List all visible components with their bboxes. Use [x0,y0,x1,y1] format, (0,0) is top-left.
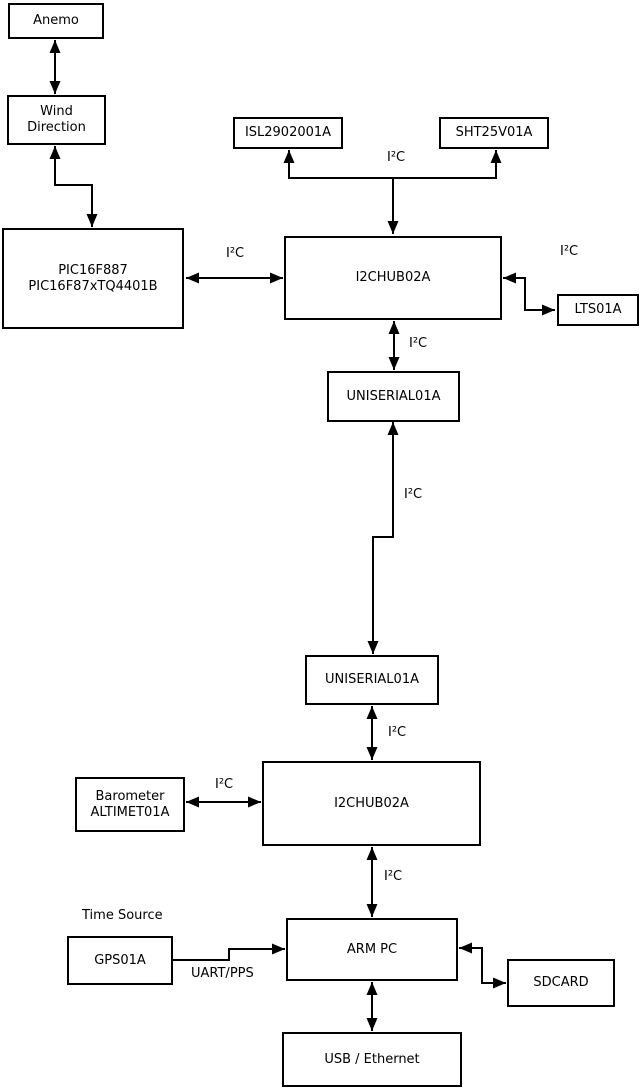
block-i2chub-top-label: I2CHUB02A [355,270,431,285]
block-wind-direction-label: Wind Direction [27,104,86,135]
block-sht25v01a: SHT25V01A [439,117,549,149]
edge-gps-armpc [173,943,285,961]
block-isl2902001a-label: ISL2902001A [244,125,332,140]
block-sdcard-label: SDCARD [533,975,589,990]
block-isl2902001a: ISL2902001A [233,117,343,149]
uart-pps-label: UART/PPS [191,966,254,981]
edge-i2chub-top-lts [503,272,555,316]
block-anemo-label: Anemo [33,13,79,28]
block-i2chub-bottom-label: I2CHUB02A [334,795,409,811]
block-sdcard: SDCARD [507,959,615,1007]
i2c-label-hub2-armpc: I²C [384,869,403,884]
block-uniserial-top-label: UNISERIAL01A [346,388,441,404]
block-wind-direction: Wind Direction [7,95,106,145]
i2c-label-sensors: I²C [387,150,406,165]
i2c-label-hub-uniserial: I²C [409,336,428,351]
time-source-label: Time Source [82,908,163,923]
block-lts01a: LTS01A [557,294,639,326]
edge-wind-pic [49,146,98,227]
block-uniserial-bottom-label: UNISERIAL01A [325,672,419,687]
block-sht25v01a-label: SHT25V01A [455,125,533,140]
block-arm-pc-label: ARM PC [346,941,398,957]
edge-armpc-sdcard [459,942,506,989]
block-anemo: Anemo [8,3,104,39]
i2c-label-barometer: I²C [215,777,234,792]
i2c-label-long-link: I²C [404,487,423,502]
i2c-label-pic-hub: I²C [226,246,245,261]
block-gps01a: GPS01A [67,936,173,985]
block-i2chub-top: I2CHUB02A [284,236,502,320]
block-uniserial-top: UNISERIAL01A [327,371,460,422]
i2c-label-lts: I²C [560,244,579,259]
block-arm-pc: ARM PC [286,918,458,981]
block-usb-ethernet: USB / Ethernet [282,1032,462,1087]
edge-uniserial-top-uniserial-bottom [367,422,399,654]
block-gps01a-label: GPS01A [94,952,146,968]
block-i2chub-bottom: I2CHUB02A [262,761,481,846]
block-barometer: Barometer ALTIMET01A [75,777,185,832]
i2c-label-uniserial-hub2: I²C [388,725,407,740]
block-uniserial-bottom: UNISERIAL01A [305,655,439,705]
block-lts01a-label: LTS01A [574,302,622,317]
block-pic: PIC16F887 PIC16F87xTQ4401B [2,228,184,329]
block-barometer-label: Barometer ALTIMET01A [90,788,170,820]
block-usb-ethernet-label: USB / Ethernet [324,1051,420,1067]
block-pic-label: PIC16F887 PIC16F87xTQ4401B [28,262,158,294]
